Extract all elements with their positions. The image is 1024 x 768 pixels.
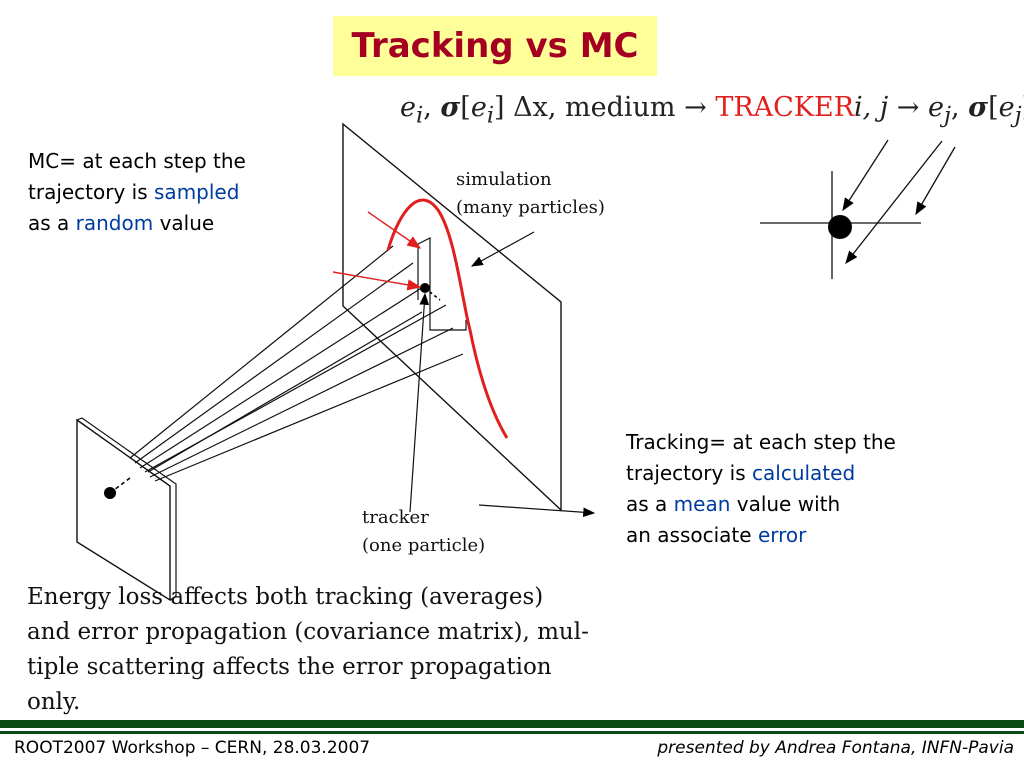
bottom-line2: and error propagation (covariance matrix…: [27, 619, 589, 645]
simulation-pointer: [470, 231, 535, 267]
hit-dashed: [424, 287, 441, 301]
simulation-label: simulation (many particles): [456, 166, 605, 222]
simulation-curve: [386, 198, 509, 439]
tracking-note-line1: Tracking= at each step the: [626, 430, 896, 454]
mc-note-line3-post: value: [153, 211, 215, 235]
formula-sigma: σ: [440, 92, 461, 123]
source-dashed-link: [109, 477, 131, 494]
mc-note-line1: MC= at each step the: [28, 149, 246, 173]
formula-comma: ,: [950, 92, 969, 123]
tracking-note-line2-pre: trajectory is: [626, 461, 753, 485]
tracking-note-line4: an associate error: [626, 520, 1016, 551]
hit-frame: [417, 237, 467, 331]
tracker-label-line1: tracker: [362, 507, 429, 528]
tracking-note-line2: trajectory is calculated: [626, 458, 1016, 489]
mc-note: MC= at each step the trajectory is sampl…: [28, 146, 318, 239]
formula-medium: medium →: [556, 92, 716, 123]
tracking-note-mean: mean: [673, 492, 731, 516]
tracker-label-line2: (one particle): [362, 535, 486, 556]
mc-note-line2-pre: trajectory is: [28, 180, 155, 204]
footer-bar: [0, 720, 1024, 728]
mc-note-random: random: [75, 211, 154, 235]
tracking-note-line4-pre: an associate: [626, 523, 758, 547]
formula-sigma2: σ: [968, 92, 989, 123]
red-arrow-lower: [332, 271, 422, 291]
formula-bracket2-close: ]: [1022, 92, 1024, 123]
formula-bracket2-open: [: [988, 92, 999, 123]
tracking-note-line3-pre: as a: [626, 492, 674, 516]
formula-ej-sub: j: [944, 102, 951, 129]
formula-e-bracket-sub: i: [486, 102, 495, 129]
formula-bracket-open: [: [460, 92, 471, 123]
formula-e-sub: i: [415, 102, 424, 129]
tracker-pointer: [409, 292, 430, 513]
footer-left: ROOT2007 Workshop – CERN, 28.03.2007: [14, 738, 371, 758]
tracking-note-arrow: [478, 504, 596, 518]
formula-ej2-sub: j: [1014, 102, 1022, 129]
tracker-hit-dot: [828, 215, 852, 239]
formula-ej2: e: [998, 92, 1015, 123]
formula-tracker: TRACKER: [715, 92, 855, 123]
slide-title: Tracking vs MC: [351, 26, 639, 66]
title-box: Tracking vs MC: [333, 16, 657, 76]
bottom-line4: only.: [27, 689, 81, 715]
tracker-label: tracker (one particle): [362, 504, 485, 560]
footer-rule: [0, 731, 1024, 734]
mc-note-sampled: sampled: [154, 180, 240, 204]
bottom-line1: Energy loss affects both tracking (avera…: [27, 584, 544, 610]
detector-plane: [342, 122, 562, 512]
tracking-note-error: error: [757, 523, 807, 547]
formula-delta-x: Δx,: [504, 92, 557, 123]
simulation-label-line1: simulation: [456, 169, 552, 190]
formula-ej: e: [928, 92, 944, 123]
red-arrow-upper: [367, 211, 422, 249]
simulation-label-line2: (many particles): [456, 197, 605, 218]
formula: ei, σ[ei] Δx, medium → TRACKERi, j → ej,…: [400, 92, 1024, 132]
mc-note-line2: trajectory is sampled: [28, 177, 318, 208]
tracking-note-line3: as a mean value with: [626, 489, 1016, 520]
mc-note-line3: as a random value: [28, 208, 318, 239]
tracking-note-line3-post: value with: [730, 492, 841, 516]
footer-right: presented by Andrea Fontana, INFN-Pavia: [657, 738, 1014, 758]
bottom-paragraph: Energy loss affects both tracking (avera…: [27, 580, 667, 720]
tracker-schematic: [760, 139, 956, 279]
mc-note-line3-pre: as a: [28, 211, 76, 235]
formula-after-tracker: i, j →: [854, 92, 929, 123]
formula-e-bracket: e: [470, 92, 487, 123]
tracking-note: Tracking= at each step the trajectory is…: [626, 427, 1016, 551]
bottom-line3: tiple scattering affects the error propa…: [27, 654, 552, 680]
tracking-note-calculated: calculated: [752, 461, 856, 485]
trajectory-bundle: [129, 245, 464, 482]
formula-e: e: [400, 92, 416, 123]
formula-bracket-close: ]: [494, 92, 505, 123]
source-plane-edge: [76, 417, 177, 601]
